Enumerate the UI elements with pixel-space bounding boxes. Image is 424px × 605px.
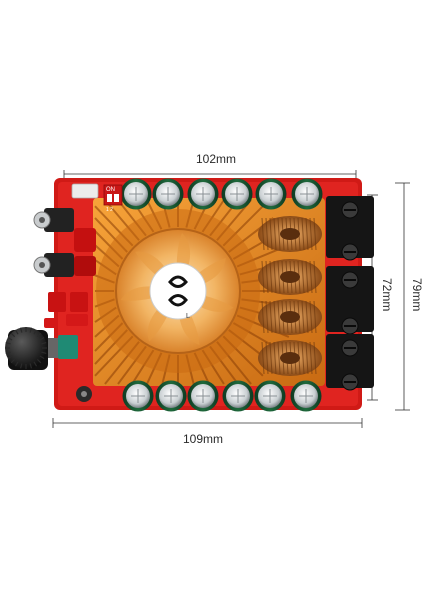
- capacitor: [221, 178, 253, 210]
- inductor-coil: [258, 340, 322, 376]
- outer-height-label: 79mm: [410, 278, 424, 312]
- dip-switch: ON 1 2: [103, 184, 123, 213]
- capacitor: [155, 380, 187, 412]
- inductor-coil: [258, 216, 322, 252]
- terminal-block-group: [326, 196, 374, 391]
- capacitor: [254, 380, 286, 412]
- capacitor-group: [120, 178, 323, 412]
- capacitor: [222, 380, 254, 412]
- rca-input-jacks: [33, 208, 74, 277]
- bottom-width-label: 109mm: [183, 432, 224, 446]
- screw-terminal-block: [326, 196, 374, 261]
- inductor-coil-group: [258, 216, 322, 376]
- dip-switch-number-text: 1 2: [106, 207, 113, 213]
- top-width-label: 102mm: [196, 152, 237, 166]
- capacitor: [152, 178, 184, 210]
- inductor-coil: [258, 299, 322, 335]
- capacitor: [291, 178, 323, 210]
- screw-terminal-block: [326, 334, 374, 391]
- capacitor: [120, 178, 152, 210]
- screw-terminal-block: [326, 266, 374, 335]
- fan-label-text: L: [186, 313, 190, 320]
- capacitor: [187, 380, 219, 412]
- inner-height-label: 72mm: [380, 278, 394, 312]
- capacitor: [187, 178, 219, 210]
- power-indicator-component: [76, 386, 92, 402]
- inductor-coil: [258, 259, 322, 295]
- white-header-connector: [71, 183, 99, 199]
- red-connectors: [44, 228, 96, 328]
- volume-knob: [5, 327, 58, 370]
- cooling-fan: L: [115, 228, 241, 354]
- potentiometer: [58, 335, 78, 359]
- capacitor: [290, 380, 322, 412]
- dip-switch-on-text: ON: [106, 187, 115, 193]
- capacitor: [255, 178, 287, 210]
- capacitor: [122, 380, 154, 412]
